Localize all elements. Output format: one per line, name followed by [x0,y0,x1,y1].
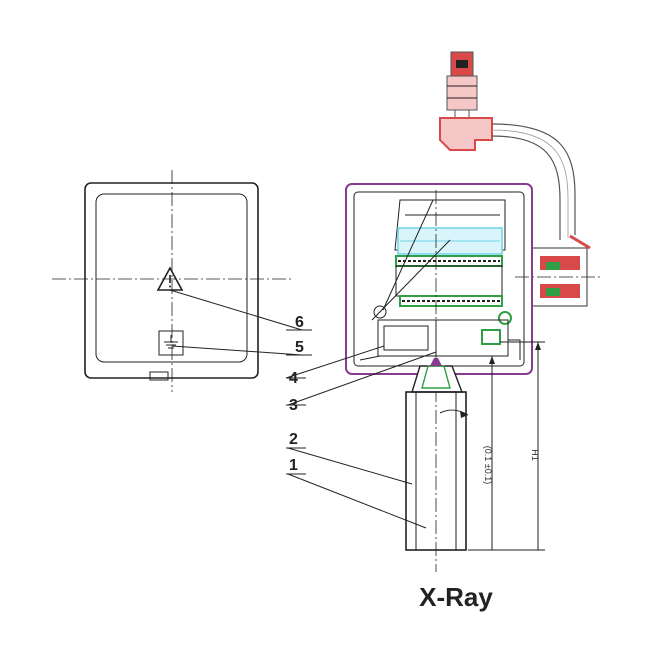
housing-outline [345,183,533,375]
section-view: (0.1 ±0.1) H1 [345,51,600,572]
front-view-bottom-tab [149,371,169,381]
side-nut [515,234,600,307]
dimension-label-b: H1 [530,449,540,461]
front-view [52,170,292,392]
callout-3: 3 [289,397,298,414]
front-view-outer-frame [84,182,259,379]
callout-1: 1 [289,457,298,474]
callout-2: 2 [289,431,298,448]
internal-mechanism [359,199,521,361]
nozzle [411,358,464,393]
front-view-inner-frame [95,193,248,363]
ground-symbol-icon [158,330,184,356]
x-ray-caption: X-Ray [419,582,493,612]
leader-lines [169,289,437,529]
warning-triangle-icon [156,266,184,291]
tube [405,391,469,551]
hose [491,123,576,240]
callout-labels: 6 5 4 3 2 1 [289,314,304,474]
connector-fitting [439,51,493,151]
dimension-label-a: (0.1 ±0.1) [483,446,493,484]
callout-5: 5 [295,339,304,356]
dimensions: (0.1 ±0.1) H1 [468,341,545,551]
callout-6: 6 [295,314,304,331]
callout-4: 4 [289,370,298,387]
